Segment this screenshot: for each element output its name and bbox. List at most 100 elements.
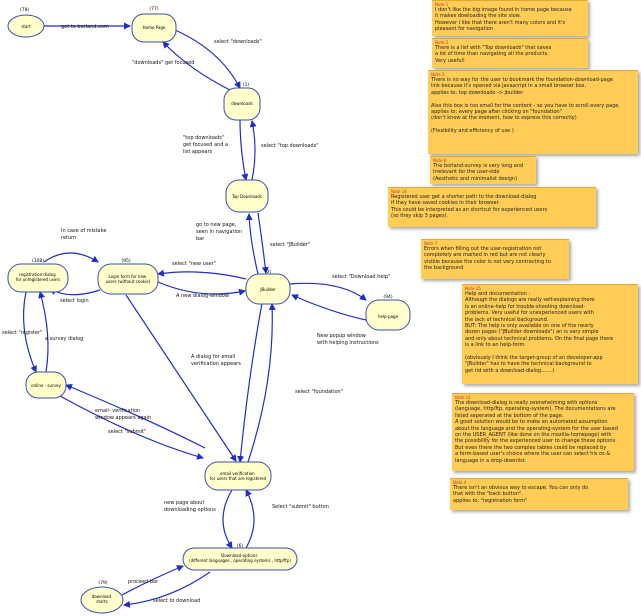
node-label-line: email verification — [220, 471, 255, 476]
edge-help-jbuilder — [291, 294, 367, 321]
node-start: (78) start — [7, 7, 45, 38]
node-label-line: registration dialog — [19, 272, 56, 277]
node-jbuilder: (3) JBuilder — [245, 269, 291, 305]
edge-label: new page about — [164, 500, 204, 506]
edge-label: select "new user" — [172, 261, 216, 267]
node-label-line: Download-options — [221, 553, 257, 558]
node-label: registration dialog for unregistered use… — [16, 272, 60, 282]
node-number: (78) — [20, 7, 29, 13]
node-top-downloads: Top Downloads — [225, 179, 269, 213]
edge-label: A dialog for email — [191, 354, 235, 360]
edge-label: seen in navigation — [196, 229, 242, 235]
node-label-line: Login form for new — [109, 274, 147, 279]
edge-label: verification appears — [191, 361, 241, 367]
node-label-line: starts — [96, 599, 107, 604]
edge-label: select "submit" — [108, 429, 146, 435]
edge-label: New popup window — [317, 333, 366, 339]
edge-label: downloading options — [164, 507, 216, 513]
node-label-line: users (without cookie) — [106, 279, 151, 284]
edge-label: select "JBuilder" — [270, 242, 310, 248]
edge-label: "top downloads" — [183, 135, 224, 141]
node-label: Home Page — [143, 25, 166, 30]
node-download-options: (6) Download-options (different language… — [182, 543, 298, 571]
node-label-line: for users that are registered — [210, 476, 267, 481]
node-label: email verification for users that are re… — [210, 471, 267, 481]
node-label: online - survey — [31, 383, 61, 388]
note-body: The borland-survey is very long and irre… — [433, 163, 524, 182]
node-label-line: for unregistered users — [16, 277, 60, 282]
edge-label: select "foundation" — [295, 389, 343, 395]
sticky-note: Note 6 The borland-survey is very long a… — [430, 156, 536, 184]
note-body: Registered user get a shorter path to th… — [391, 194, 548, 220]
node-number: (79) — [98, 580, 107, 586]
sticky-note: Note 1 I don't like the big image found … — [432, 0, 588, 36]
edge-label: A new dialog-window — [176, 293, 229, 299]
sticky-note: Note 2 There is a list with "Top downloa… — [432, 38, 588, 68]
note-body: I don't like the big image found in home… — [435, 7, 572, 33]
node-label: Login form for new users (without cookie… — [106, 274, 151, 284]
edge-downloads-top — [239, 119, 249, 181]
node-number: (77) — [149, 6, 158, 12]
note-title: Note 11 — [455, 395, 471, 400]
edge-email-survey — [65, 384, 206, 449]
edge-label: select "register" — [2, 330, 42, 336]
edge-label: return — [61, 235, 76, 241]
edge-downloads-home — [162, 41, 231, 91]
edge-label: list appears — [183, 149, 213, 155]
edge-regdialog-survey — [22, 291, 37, 373]
node-label: Top Downloads — [231, 194, 262, 199]
edge-label: In case of mistake — [61, 228, 106, 234]
note-title: Note 4 — [453, 480, 467, 485]
edge-label: get to borland.com — [61, 24, 109, 30]
note-title: Note 1 — [435, 2, 449, 7]
edge-jbuilder-email — [237, 302, 263, 463]
edge-label: window appears again — [95, 415, 151, 421]
edge-survey-email — [59, 395, 204, 460]
edge-jbuilder-help — [289, 282, 367, 301]
note-body: There isn't an obvious way to escape. Yo… — [453, 485, 589, 504]
node-label: downloads — [231, 101, 252, 106]
note-body: There is a list with "Top downloads" tha… — [435, 45, 552, 64]
node-label: download starts — [92, 594, 113, 604]
edge-labels: get to borland.com select "downloads" "d… — [2, 24, 390, 604]
edge-survey-regdialog — [38, 291, 49, 373]
note-title: Note 14 — [391, 189, 407, 194]
edge-email-jbuilder — [247, 303, 276, 463]
edge-login-email — [125, 294, 237, 462]
note-body: There is no way for the user to bookmark… — [431, 77, 620, 135]
node-download-starts: (79) download starts — [80, 580, 124, 614]
node-label: Download-options (different languages , … — [189, 553, 291, 563]
sticky-note: Note 15 Help and documentation : Althoug… — [462, 284, 638, 384]
edge-label: select to download — [153, 598, 200, 604]
node-label-line: (different languages , operating systems… — [189, 558, 291, 563]
edge-label: email- verification — [95, 408, 140, 414]
edge-options-dlstart — [123, 571, 211, 608]
node-number: (95) — [121, 258, 130, 264]
node-number: (1) — [243, 82, 250, 88]
node-email-verification: email verification for users that are re… — [204, 461, 272, 491]
edge-email-options — [222, 489, 233, 549]
edge-label: with helping instructions — [317, 340, 379, 346]
node-login-form: (95) Login form for new users (without c… — [97, 258, 159, 295]
node-number: (6) — [237, 543, 244, 549]
edge-dlstart-options — [121, 565, 184, 596]
edges — [22, 22, 367, 608]
edge-label: proceed bar — [128, 579, 159, 585]
sticky-note: Note 4 There isn't an obvious way to esc… — [450, 478, 628, 510]
edge-jbuilder-top — [245, 213, 259, 275]
node-label: JBuilder — [259, 287, 276, 292]
node-registration-dialog: (108) registration dialog for unregister… — [7, 258, 69, 293]
edge-label: select "Download help" — [332, 274, 390, 280]
note-title: Note 2 — [435, 40, 449, 45]
note-title: Note 15 — [465, 286, 481, 291]
edge-login-jbuilder — [157, 281, 246, 296]
node-downloads: (1) downloads — [223, 82, 261, 121]
edge-home-downloads — [174, 29, 241, 89]
edge-label: select "downloads" — [214, 39, 262, 45]
node-online-survey: online - survey — [25, 371, 67, 399]
sticky-note: Note 14 Registered user get a shorter pa… — [388, 187, 596, 227]
node-label: help-page — [378, 314, 399, 319]
edge-label: a survey dialog — [45, 336, 83, 342]
edge-regdialog-login — [43, 252, 99, 263]
